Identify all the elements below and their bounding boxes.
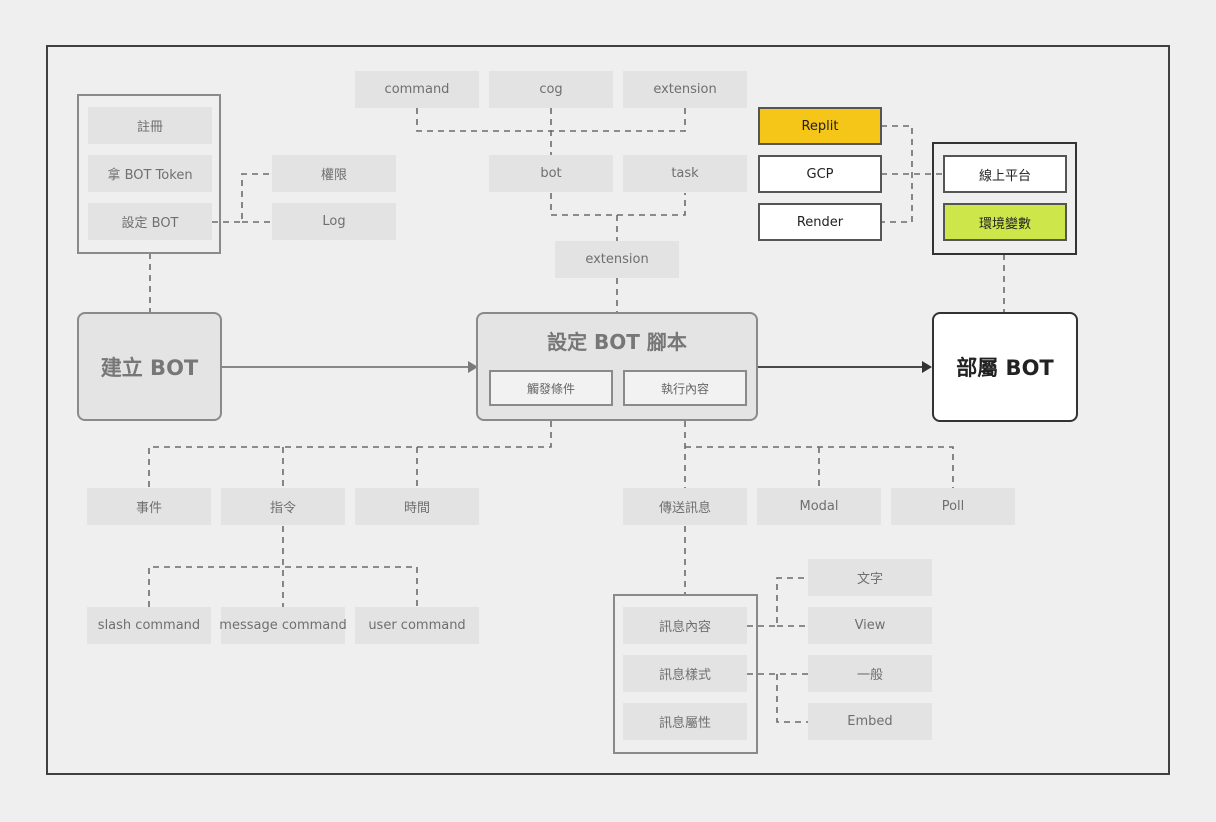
render-node: Render: [758, 203, 882, 241]
connector: [550, 193, 686, 216]
message-command-node: message command: [219, 607, 347, 644]
arrowhead-icon: [468, 361, 478, 373]
trigger-condition-node: 觸發條件: [489, 370, 613, 406]
log-node: Log: [272, 203, 396, 240]
deploy-config-group: [932, 142, 1077, 255]
connector: [776, 674, 808, 723]
execution-content-node: 執行內容: [623, 370, 747, 406]
set-bot-step: 設定 BOT: [88, 203, 212, 240]
modal-node: Modal: [757, 488, 881, 525]
bot-node: bot: [489, 155, 613, 192]
create-bot-node: 建立 BOT: [77, 312, 222, 421]
get-token-step: 拿 BOT Token: [88, 155, 212, 192]
connector: [148, 421, 552, 488]
task-node: task: [623, 155, 747, 192]
normal-node: 一般: [808, 655, 932, 692]
connector: [747, 577, 808, 627]
gcp-node: GCP: [758, 155, 882, 193]
arrowhead-icon: [922, 361, 932, 373]
command-node: command: [355, 71, 479, 108]
event-node: 事件: [87, 488, 211, 525]
extension-main-node: extension: [555, 241, 679, 278]
view-node: View: [808, 607, 932, 644]
message-attribute-node: 訊息屬性: [623, 703, 747, 740]
cog-node: cog: [489, 71, 613, 108]
permission-node: 權限: [272, 155, 396, 192]
slash-command-node: slash command: [87, 607, 211, 644]
setup-group: [77, 94, 221, 254]
user-command-node: user command: [355, 607, 479, 644]
connector: [881, 125, 913, 223]
deploy-bot-node: 部屬 BOT: [932, 312, 1078, 422]
register-step: 註冊: [88, 107, 212, 144]
env-vars-node: 環境變數: [943, 203, 1067, 241]
bot-script-title: 設定 BOT 腳本: [547, 330, 687, 354]
poll-node: Poll: [891, 488, 1015, 525]
message-content-node: 訊息內容: [623, 607, 747, 644]
time-node: 時間: [355, 488, 479, 525]
connector: [685, 446, 954, 488]
extension-node: extension: [623, 71, 747, 108]
message-style-node: 訊息樣式: [623, 655, 747, 692]
embed-node: Embed: [808, 703, 932, 740]
connector: [212, 173, 272, 223]
diagram-frame: [46, 45, 1170, 775]
online-platform-node: 線上平台: [943, 155, 1067, 193]
replit-node: Replit: [758, 107, 882, 145]
command-trigger-node: 指令: [221, 488, 345, 525]
send-message-node: 傳送訊息: [623, 488, 747, 525]
text-node: 文字: [808, 559, 932, 596]
message-group: [613, 594, 758, 754]
